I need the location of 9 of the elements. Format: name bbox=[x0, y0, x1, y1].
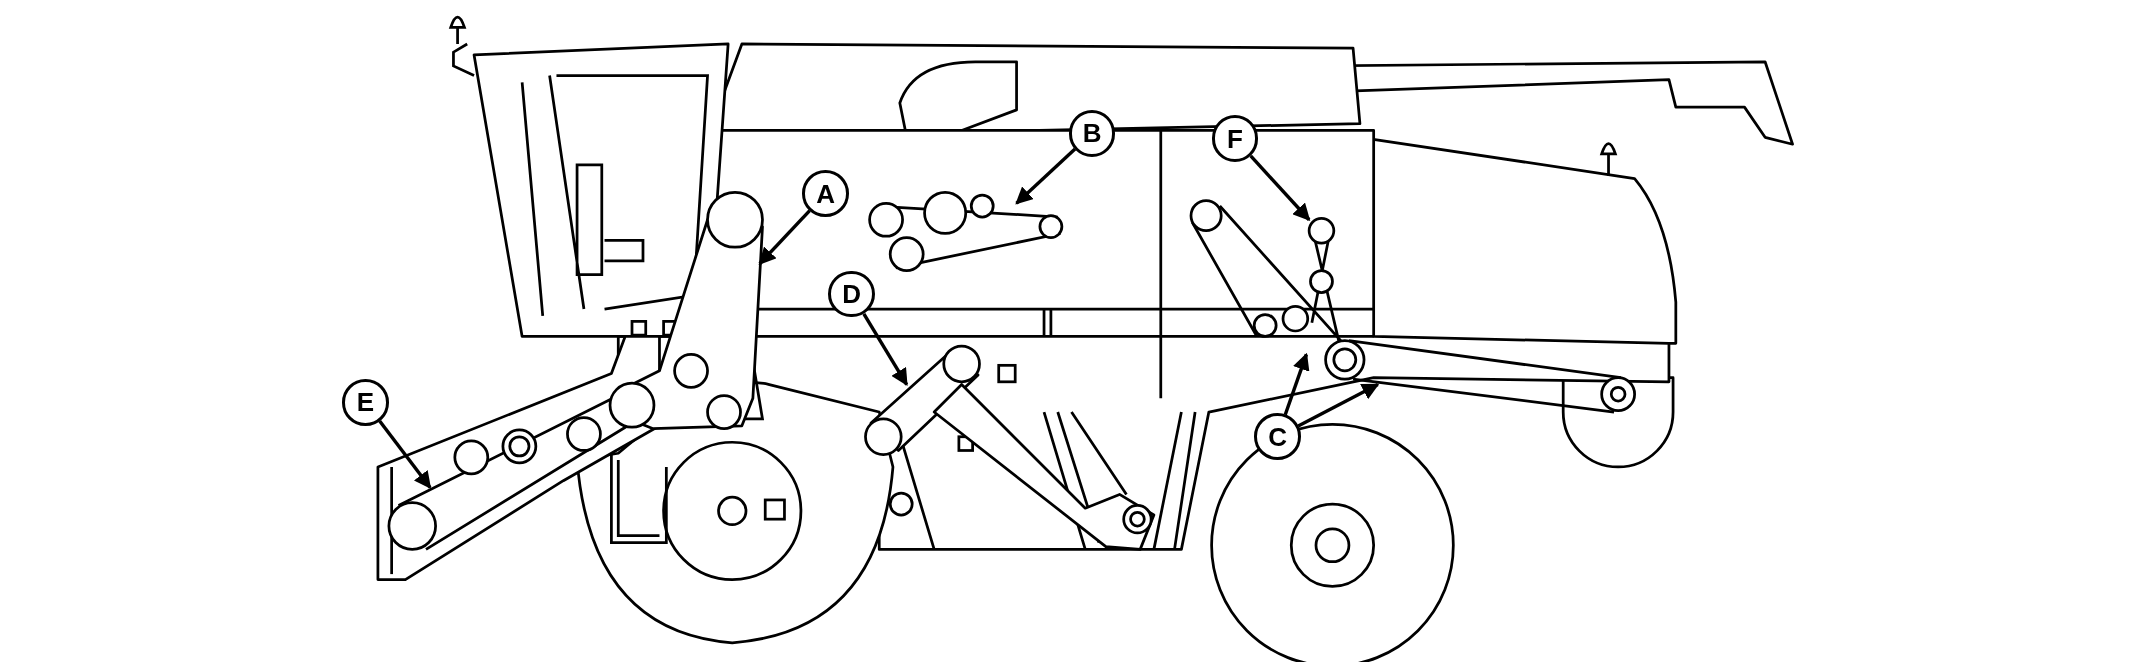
leader-arrow bbox=[862, 313, 909, 387]
leader-arrow bbox=[1015, 147, 1077, 205]
leader-arrow bbox=[378, 420, 432, 489]
leader-arrow bbox=[1297, 383, 1380, 428]
leader-arrow bbox=[1283, 352, 1310, 416]
callout-letter: C bbox=[1254, 413, 1301, 461]
leader-arrow bbox=[758, 209, 811, 265]
callout-letter: E bbox=[342, 379, 389, 426]
leader-arrow bbox=[1249, 154, 1311, 221]
